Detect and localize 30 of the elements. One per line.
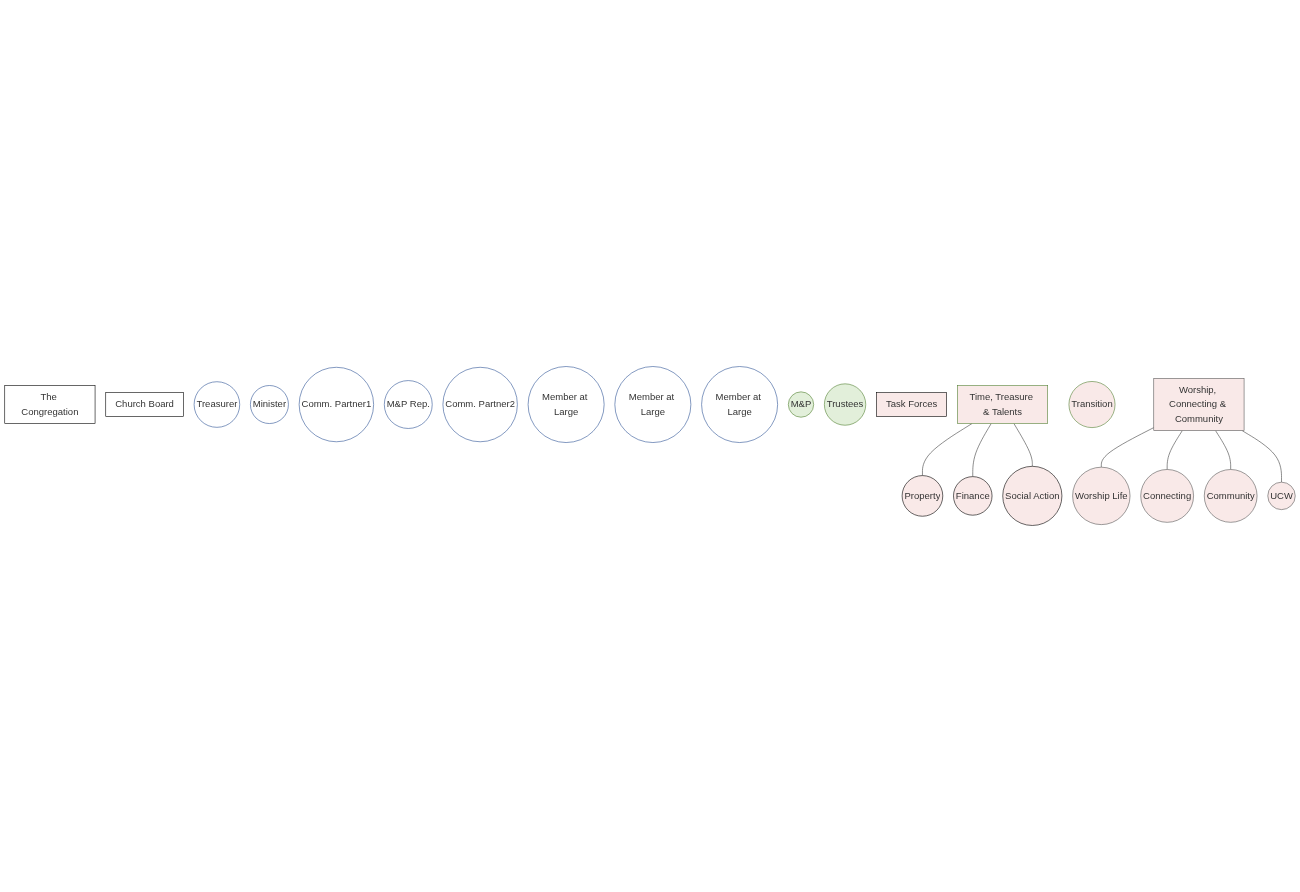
node-circle: Treasurer <box>193 381 240 428</box>
node-circle: Finance <box>953 476 993 516</box>
node-circle: Minister <box>250 385 289 424</box>
node-circle: M&P Rep. <box>384 380 433 429</box>
connector <box>1013 423 1033 467</box>
node-box: Worship, Connecting & Community <box>1153 378 1245 431</box>
node-circle: Trustees <box>824 383 867 426</box>
node-circle: UCW <box>1267 481 1296 510</box>
node-circle: Worship Life <box>1072 466 1131 525</box>
node-circle: Social Action <box>1002 466 1063 526</box>
node-box: The Congregation <box>4 385 96 424</box>
node-box: Time, Treasure & Talents <box>957 385 1048 424</box>
connector <box>1215 430 1231 470</box>
node-circle: Member at Large <box>527 366 605 443</box>
connector <box>1166 430 1183 470</box>
node-circle: Transition <box>1068 381 1116 428</box>
node-circle: Member at Large <box>614 366 692 443</box>
node-box: Task Forces <box>876 392 947 417</box>
node-circle: Comm. Partner1 <box>298 367 374 443</box>
node-circle: M&P <box>788 391 814 418</box>
connector <box>1101 427 1155 468</box>
connector <box>972 423 992 477</box>
connector <box>1241 430 1282 483</box>
node-circle: Community <box>1203 469 1258 523</box>
connector <box>922 423 973 476</box>
node-circle: Property <box>901 475 944 517</box>
node-circle: Comm. Partner2 <box>442 367 518 443</box>
node-circle: Connecting <box>1140 469 1194 523</box>
node-circle: Member at Large <box>701 366 778 443</box>
node-box: Church Board <box>105 392 184 417</box>
